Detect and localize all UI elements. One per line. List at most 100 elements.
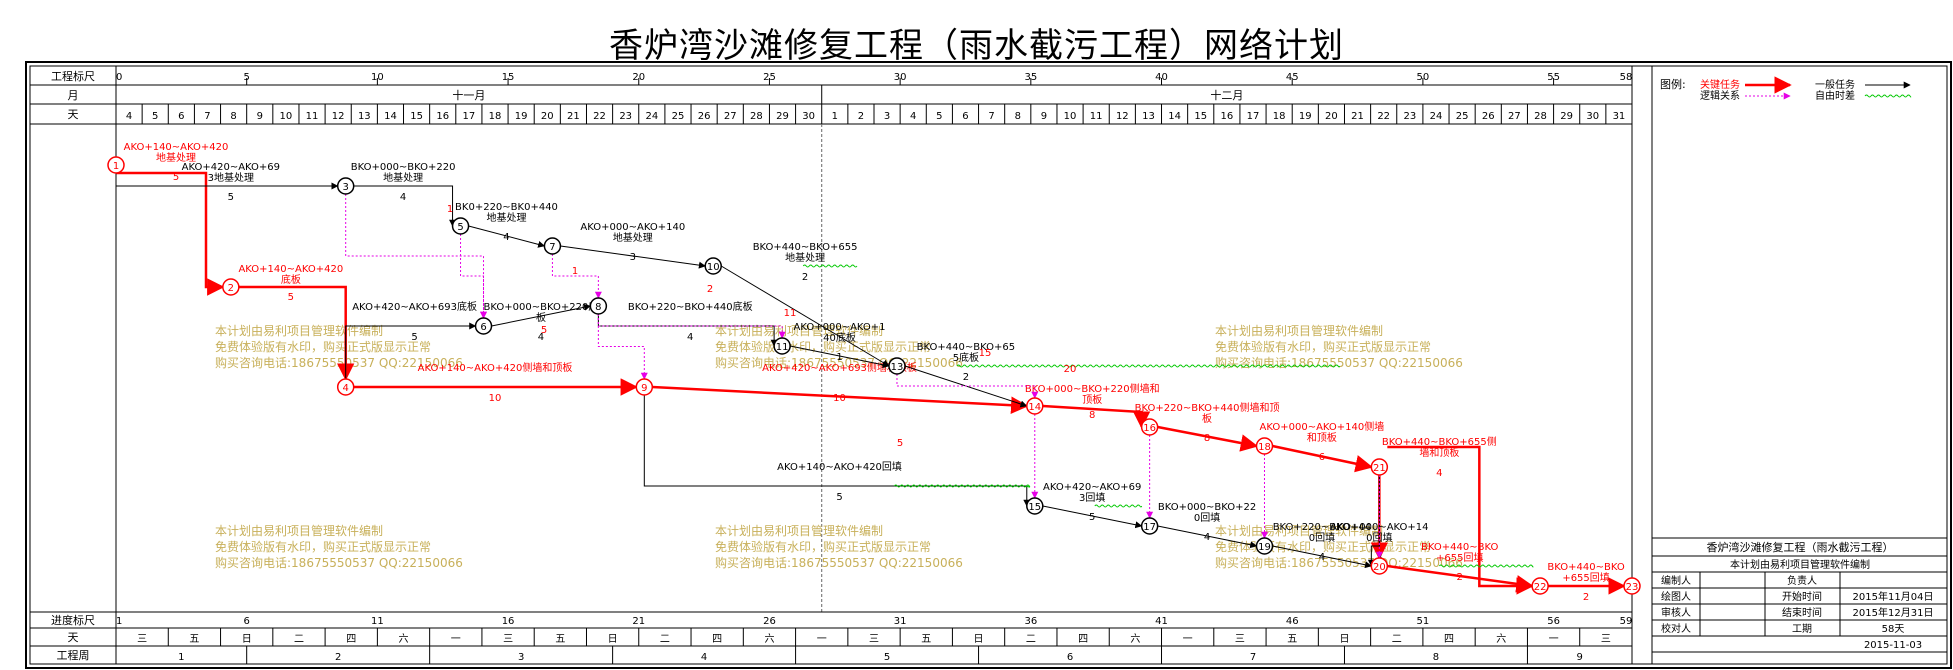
- task-duration: 8: [1089, 410, 1095, 421]
- week-cell: 4: [701, 652, 707, 663]
- weekday-cell: 三: [1601, 634, 1611, 645]
- month-november: 十一月: [452, 88, 485, 102]
- progress-tick-label: 1: [116, 616, 122, 627]
- node-8: [589, 297, 608, 315]
- float-label: 11: [784, 308, 797, 319]
- free-float: [893, 484, 1031, 488]
- task-duration: 2: [963, 372, 969, 383]
- task-name: BKO+440~BKO+655回填: [1547, 562, 1624, 584]
- progress-tick-label: 16: [502, 616, 515, 627]
- task-duration: 4: [1436, 468, 1442, 479]
- task-name: BKO+000~BKO+220侧墙和顶板: [1025, 382, 1160, 406]
- node-label: 16: [1143, 423, 1156, 434]
- logic-arrow: [551, 254, 602, 299]
- legend-logic: 逻辑关系: [1700, 89, 1740, 102]
- task-duration: 3: [630, 252, 636, 263]
- scale-tick-label: 45: [1286, 72, 1299, 83]
- watermark-line: 本计划由易利项目管理软件编制: [1215, 523, 1383, 538]
- task-arrow: [1272, 444, 1374, 473]
- node-18: [1255, 437, 1274, 455]
- day-label-cell: 18: [1273, 111, 1286, 122]
- critical-arrow: [116, 171, 225, 296]
- day-label-cell: 8: [230, 111, 236, 122]
- node-3: [336, 177, 355, 195]
- scale-tick-label: 15: [502, 72, 515, 83]
- watermark-line: 免费体验版有水印，购买正式版显示正常: [715, 339, 931, 354]
- node-label: 4: [343, 383, 349, 394]
- progress-tick-label: 6: [244, 616, 250, 627]
- float-label: 1: [572, 266, 578, 277]
- progress-tick-label: 56: [1547, 616, 1560, 627]
- day-label-cell: 6: [178, 111, 184, 122]
- node-label: 11: [776, 342, 789, 353]
- day-label-cell: 12: [1116, 111, 1129, 122]
- node-21: [1370, 458, 1389, 476]
- day-label-cell: 17: [1247, 111, 1260, 122]
- day-label-cell: 14: [384, 111, 397, 122]
- weekday-cell: 六: [1130, 633, 1140, 645]
- task-arrow: [345, 322, 477, 395]
- scale-tick-label: 0: [116, 72, 122, 83]
- float-label: 2: [707, 284, 713, 295]
- weekday-cell: 日: [242, 634, 252, 645]
- task-arrow: [643, 395, 1031, 507]
- week-cell: 6: [1067, 652, 1073, 663]
- day-label-cell: 11: [306, 111, 319, 122]
- node-label: 22: [1534, 582, 1547, 593]
- day-label-cell: 13: [358, 111, 371, 122]
- day-label-cell: 18: [489, 111, 502, 122]
- task-arrow: [1157, 525, 1258, 549]
- day-label-cell: 2: [858, 111, 864, 122]
- task-arrow: [560, 245, 706, 269]
- node-4: [336, 378, 355, 396]
- task-duration: 5: [173, 172, 179, 183]
- day-label-cell: 22: [1377, 111, 1390, 122]
- watermark-line: 购买咨询电话:18675550537 QQ:22150066: [715, 555, 963, 570]
- weekday-cell: 四: [1444, 634, 1454, 645]
- week-label: 工程周: [57, 649, 90, 662]
- day-label-cell: 25: [1456, 111, 1469, 122]
- legend-free-float: 自由时差: [1815, 89, 1855, 102]
- node-label: 7: [549, 242, 555, 253]
- day-label-cell: 24: [1430, 111, 1443, 122]
- day-label-cell: 7: [204, 111, 210, 122]
- weekday-cell: 二: [1392, 634, 1402, 645]
- scale-tick-label: 5: [244, 72, 250, 83]
- weekday-cell: 六: [764, 633, 774, 645]
- free-float: [1094, 504, 1143, 508]
- task-duration: 2: [1457, 572, 1463, 583]
- logic-arrow: [460, 234, 488, 319]
- day-label-cell: 8: [1015, 111, 1021, 122]
- task-duration: 4: [538, 332, 544, 343]
- watermark-line: 购买咨询电话:18675550537 QQ:22150066: [1215, 355, 1463, 370]
- float-label: 20: [1064, 364, 1077, 375]
- scale-tick-label: 40: [1155, 72, 1168, 83]
- task-arrow: [1272, 545, 1373, 569]
- task-name: AKO+420~AKO+693底板: [352, 300, 477, 313]
- task-arrow: [1367, 475, 1380, 567]
- watermark-line: 本计划由易利项目管理软件编制: [715, 523, 883, 538]
- node-19: [1255, 537, 1274, 555]
- day-label-cell: 20: [1325, 111, 1338, 122]
- day-label-cell: 26: [1482, 111, 1495, 122]
- info-project: 香炉湾沙滩修复工程（雨水截污工程）: [1707, 540, 1894, 554]
- day-label-cell: 30: [1586, 111, 1599, 122]
- day-label-cell: 16: [1220, 111, 1233, 122]
- watermark-line: 购买咨询电话:18675550537 QQ:22150066: [215, 355, 463, 370]
- day-label-cell: 23: [1403, 111, 1416, 122]
- scale-tick-label: 50: [1417, 72, 1430, 83]
- task-arrow: [1042, 505, 1143, 529]
- critical-arrow: [1042, 404, 1151, 429]
- node-10: [704, 257, 722, 275]
- node-23: [1623, 577, 1641, 595]
- day-label-cell: 9: [1041, 111, 1047, 122]
- day-label-cell: 6: [962, 111, 968, 122]
- task-duration: 4: [687, 332, 693, 343]
- node-label: 20: [1373, 562, 1386, 573]
- day-label-cell: 9: [257, 111, 263, 122]
- task-duration: 5: [836, 492, 842, 503]
- info-key: 绘图人: [1661, 590, 1691, 603]
- info-key: 负责人: [1787, 574, 1817, 587]
